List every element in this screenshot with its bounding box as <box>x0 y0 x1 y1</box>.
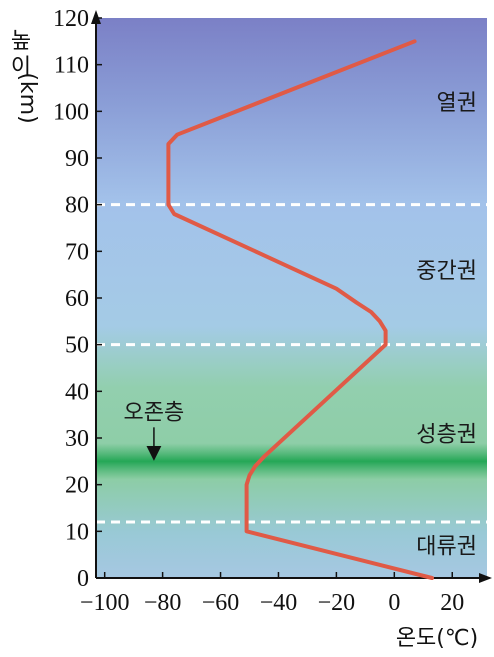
y-tick-label: 10 <box>65 519 89 545</box>
layer-label: 대류권 <box>416 534 477 559</box>
y-tick-label: 0 <box>77 566 89 592</box>
y-tick-label: 110 <box>54 53 89 79</box>
x-axis-label: 온도(℃) <box>396 626 478 651</box>
x-tick-label: −20 <box>318 590 356 616</box>
y-tick-label: 120 <box>53 6 89 32</box>
y-tick-label: 90 <box>65 146 89 172</box>
y-axis-arrow-icon <box>91 10 101 24</box>
x-tick-label: −80 <box>144 590 182 616</box>
layer-boundaries <box>96 203 487 524</box>
y-tick-label: 40 <box>65 379 89 405</box>
y-tick-label: 80 <box>65 193 89 219</box>
layer-label: 열권 <box>437 91 477 116</box>
y-tick-label: 20 <box>65 473 89 499</box>
y-axis-ticks: 0 10 20 30 40 50 60 70 80 90 100 110 120 <box>53 6 102 592</box>
y-label-part: (km) <box>15 72 40 123</box>
x-tick-label: 20 <box>440 590 464 616</box>
y-tick-label: 100 <box>53 99 89 125</box>
y-tick-label: 50 <box>65 333 89 359</box>
y-label-part: 이 <box>11 55 31 80</box>
y-tick-label: 60 <box>65 286 89 312</box>
temperature-profile-line <box>166 39 434 580</box>
layer-labels: 대류권 성층권 중간권 열권 <box>416 91 477 559</box>
y-tick-label: 70 <box>65 239 89 265</box>
x-tick-label: −60 <box>202 590 240 616</box>
ozone-layer-label: 오존층 <box>124 400 185 425</box>
x-tick-label: −40 <box>260 590 298 616</box>
y-label-part: 높 <box>11 29 31 54</box>
x-tick-label: −100 <box>80 590 130 616</box>
x-axis-ticks: −100 −80 −60 −40 −20 0 20 <box>80 572 464 616</box>
y-tick-label: 30 <box>65 426 89 452</box>
layer-label: 중간권 <box>416 259 477 284</box>
x-axis-arrow-icon <box>479 573 492 583</box>
plot-background <box>96 18 487 578</box>
y-axis-label: 높이(km) <box>11 29 40 124</box>
layer-label: 성층권 <box>416 422 477 447</box>
x-tick-label: 0 <box>388 590 400 616</box>
